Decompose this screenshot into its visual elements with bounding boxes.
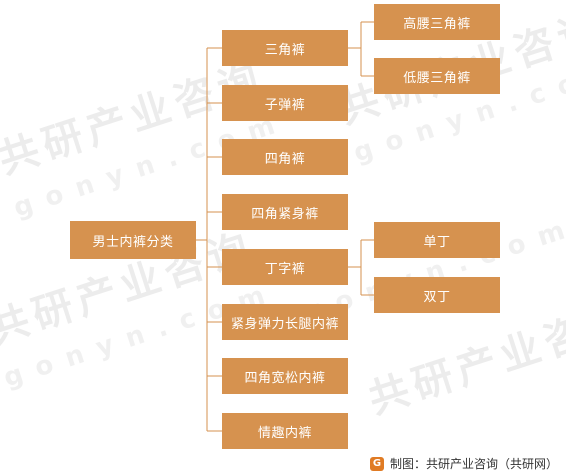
category-label: 四角裤 xyxy=(264,151,306,167)
category-node: 四角裤 xyxy=(222,139,348,175)
gonyn-logo-icon: G xyxy=(369,456,384,471)
subcategory-label: 双丁 xyxy=(423,289,451,305)
category-node: 三角裤 xyxy=(222,30,348,66)
category-node: 四角宽松内裤 xyxy=(222,358,348,394)
category-label: 三角裤 xyxy=(264,42,306,58)
category-node: 情趣内裤 xyxy=(222,413,348,449)
category-node: 子弹裤 xyxy=(222,85,348,121)
subcategory-label: 低腰三角裤 xyxy=(403,70,471,86)
category-node: 四角紧身裤 xyxy=(222,194,348,230)
root-label: 男士内裤分类 xyxy=(92,234,174,250)
category-label: 丁字裤 xyxy=(264,261,306,277)
subcategory-node: 低腰三角裤 xyxy=(374,58,500,94)
subcategory-label: 高腰三角裤 xyxy=(403,16,471,32)
subcategory-node: 单丁 xyxy=(374,222,500,258)
subcategory-label: 单丁 xyxy=(423,234,451,250)
subcategory-node: 双丁 xyxy=(374,277,500,313)
subcategory-node: 高腰三角裤 xyxy=(374,4,500,40)
category-label: 情趣内裤 xyxy=(257,425,312,441)
category-label: 紧身弹力长腿内裤 xyxy=(230,316,339,332)
source-text: 制图：共研产业咨询（共研网） xyxy=(389,457,558,471)
category-label: 子弹裤 xyxy=(264,97,306,113)
category-node: 紧身弹力长腿内裤 xyxy=(222,304,348,340)
category-node: 丁字裤 xyxy=(222,249,348,285)
category-label: 四角紧身裤 xyxy=(251,206,319,222)
category-label: 四角宽松内裤 xyxy=(244,370,326,386)
root-node: 男士内裤分类 xyxy=(70,221,196,259)
source-footer: G 制图：共研产业咨询（共研网） xyxy=(369,455,558,472)
